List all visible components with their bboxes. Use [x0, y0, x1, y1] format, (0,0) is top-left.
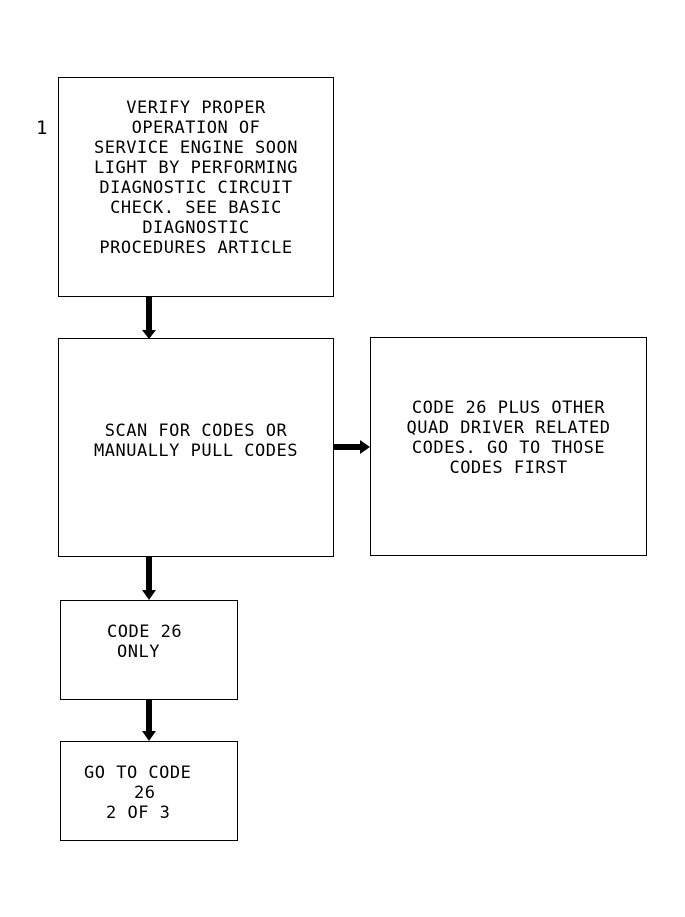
scan-codes-box: SCAN FOR CODES OR MANUALLY PULL CODES [58, 338, 334, 557]
scan-line-1: SCAN FOR CODES OR [104, 421, 288, 441]
scan-codes-text: SCAN FOR CODES OR MANUALLY PULL CODES [59, 421, 333, 461]
arrow-verify-to-scan [142, 297, 156, 339]
code26-plus-other-box: CODE 26 PLUS OTHER QUAD DRIVER RELATED C… [370, 337, 647, 556]
step-number: 1 [36, 117, 48, 139]
code26-only-box: CODE 26 ONLY [60, 600, 238, 700]
verify-line-8: PROCEDURES ARTICLE [99, 238, 293, 258]
code26-only-line-1: CODE 26 [107, 622, 183, 642]
code26-only-line-2: ONLY [117, 642, 160, 662]
goto-line-2: 26 [134, 783, 156, 803]
verify-line-7: DIAGNOSTIC [142, 218, 250, 238]
scan-line-2: MANUALLY PULL CODES [94, 441, 298, 461]
arrow-code26-only-to-goto [142, 700, 156, 741]
arrow-scan-to-code26-plus [334, 440, 370, 454]
goto-line-3: 2 OF 3 [106, 803, 171, 823]
arrow-scan-to-code26-only [142, 557, 156, 600]
verify-line-1: VERIFY PROPER [126, 98, 266, 118]
code26-plus-line-4: CODES FIRST [449, 458, 568, 478]
code26-only-text: CODE 26 ONLY [107, 622, 237, 662]
code26-plus-line-2: QUAD DRIVER RELATED [406, 418, 611, 438]
verify-operation-text: VERIFY PROPER OPERATION OF SERVICE ENGIN… [59, 98, 333, 258]
goto-code26-text: GO TO CODE 26 2 OF 3 [84, 763, 237, 823]
verify-line-2: OPERATION OF [131, 118, 261, 138]
code26-plus-line-3: CODES. GO TO THOSE [411, 438, 606, 458]
code26-plus-line-1: CODE 26 PLUS OTHER [411, 398, 606, 418]
goto-line-1: GO TO CODE [84, 763, 192, 783]
verify-line-4: LIGHT BY PERFORMING [94, 158, 298, 178]
verify-operation-box: VERIFY PROPER OPERATION OF SERVICE ENGIN… [58, 77, 334, 297]
verify-line-5: DIAGNOSTIC CIRCUIT [99, 178, 293, 198]
goto-code26-box: GO TO CODE 26 2 OF 3 [60, 741, 238, 841]
code26-plus-other-text: CODE 26 PLUS OTHER QUAD DRIVER RELATED C… [371, 398, 646, 478]
verify-line-6: CHECK. SEE BASIC [110, 198, 282, 218]
verify-line-3: SERVICE ENGINE SOON [94, 138, 298, 158]
